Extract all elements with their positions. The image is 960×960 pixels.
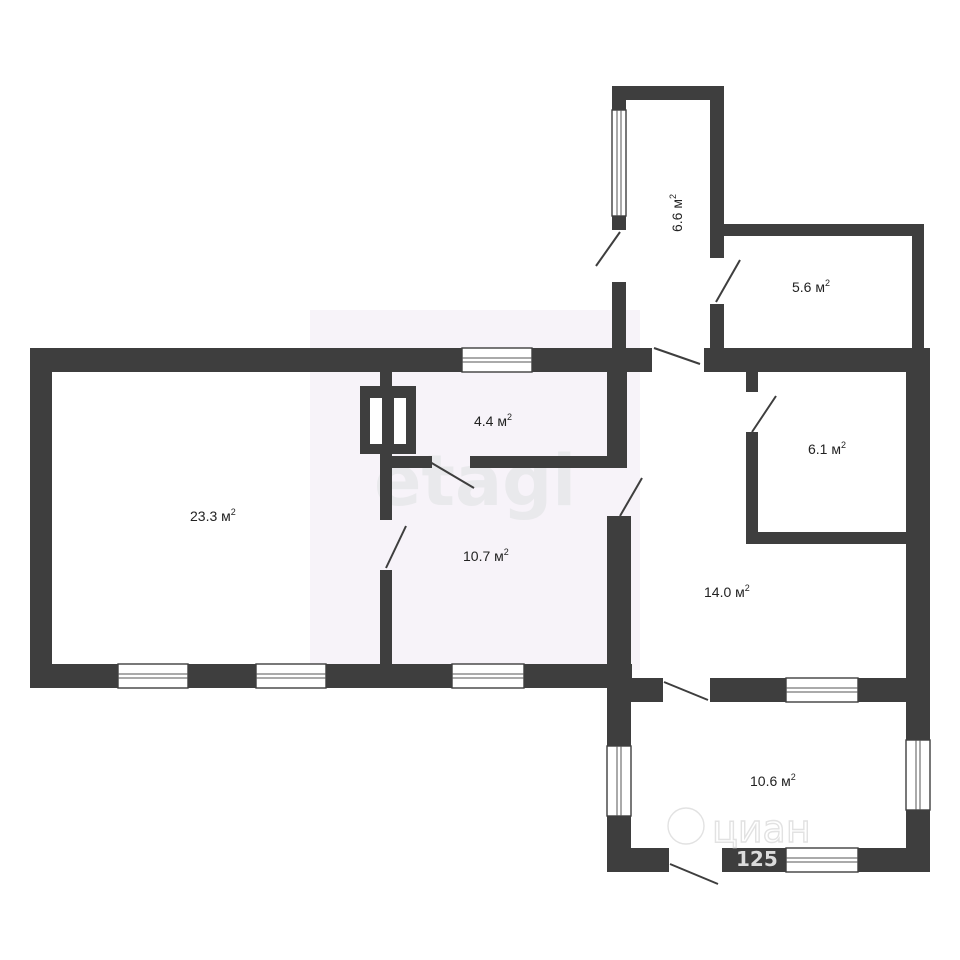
watermark-cian-id: 125: [736, 847, 778, 871]
door-106-entrance: [669, 863, 719, 885]
window-bottom-107: [451, 663, 525, 689]
wall-66-right-upper: [710, 86, 724, 258]
window-106-left: [606, 745, 632, 817]
wall-hall-top: [704, 348, 930, 372]
wall-66-bottom-left: [612, 348, 652, 372]
window-106-bottom: [785, 847, 859, 873]
watermark-cian: циан 125: [667, 806, 811, 871]
room-label-44: 4.4 м2: [474, 412, 512, 429]
doors: [385, 231, 777, 885]
wall-66-top: [612, 86, 724, 100]
door-hall-top: [653, 347, 701, 365]
room-label-66: 6.6 м2: [668, 194, 685, 232]
wall-56-right: [912, 224, 924, 360]
wall-44-bottom: [470, 456, 622, 468]
door-107-hall: [619, 477, 643, 517]
door-106-hall: [663, 681, 709, 701]
window-bottom-233-a: [117, 663, 189, 689]
wall-partition-b-upper: [607, 372, 627, 468]
room-label-106: 10.6 м2: [750, 772, 796, 789]
wall-56-top: [710, 224, 924, 236]
wall-main-top: [30, 348, 626, 372]
wall-main-left: [30, 348, 52, 688]
room-labels: 23.3 м2 4.4 м2 10.7 м2 14.0 м2 6.1 м2 5.…: [190, 194, 846, 789]
wall-106-bottom-left: [607, 848, 669, 872]
window-106-right: [905, 739, 931, 811]
room-label-61: 6.1 м2: [808, 440, 846, 457]
stove-cell-left: [370, 398, 382, 444]
window-top-44: [461, 347, 533, 373]
watermark-cian-text: циан: [712, 807, 811, 851]
room-label-107: 10.7 м2: [463, 547, 509, 564]
window-66-left: [611, 109, 627, 217]
wall-61-left-lower: [746, 432, 758, 544]
room-label-233: 23.3 м2: [190, 507, 236, 524]
stove-cell-right: [394, 398, 406, 444]
stove-outer: [360, 386, 416, 454]
door-107: [429, 461, 475, 489]
wall-closet-bottom: [392, 456, 432, 468]
wall-partition-a-lower: [380, 570, 392, 670]
door-233: [385, 525, 407, 569]
door-61: [751, 395, 777, 433]
wall-hall-bottom-left: [627, 678, 663, 702]
wall-61-left-upper: [746, 372, 758, 392]
wall-partition-b-lower: [607, 516, 631, 688]
wall-61-bottom: [746, 532, 910, 544]
wall-66-right-lower: [710, 304, 724, 372]
door-66-left: [595, 231, 621, 267]
windows: [117, 109, 931, 873]
room-label-56: 5.6 м2: [792, 278, 830, 295]
room-label-140: 14.0 м2: [704, 583, 750, 600]
window-hall-bottom: [785, 677, 859, 703]
window-bottom-233-b: [255, 663, 327, 689]
door-56: [715, 259, 741, 303]
